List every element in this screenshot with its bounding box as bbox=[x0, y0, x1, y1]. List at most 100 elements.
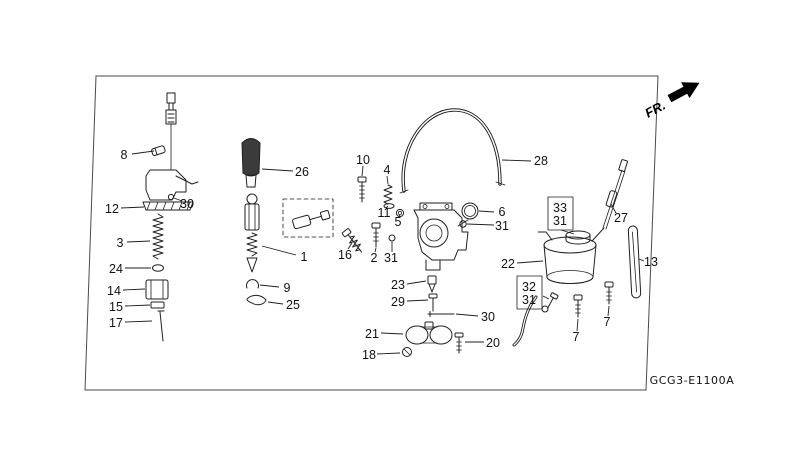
part-screw-7a bbox=[573, 294, 583, 318]
part-oring-5 bbox=[395, 208, 405, 218]
part-number-29: 29 bbox=[391, 295, 405, 309]
diagram-frame bbox=[84, 75, 659, 391]
part-number-32: 32 bbox=[522, 280, 536, 294]
part-number-30: 30 bbox=[180, 197, 194, 211]
part-bracket-13 bbox=[627, 225, 642, 299]
part-number-12: 12 bbox=[105, 202, 119, 216]
part-screw-2 bbox=[371, 222, 381, 248]
part-number-16: 16 bbox=[338, 248, 352, 262]
leader-line bbox=[466, 223, 495, 226]
part-screw-7b bbox=[604, 281, 614, 305]
part-number-4: 4 bbox=[384, 163, 391, 177]
part-number-31: 31 bbox=[495, 219, 509, 233]
part-number-27: 27 bbox=[614, 211, 628, 225]
leader-line bbox=[406, 280, 427, 285]
leader-line bbox=[173, 197, 183, 202]
part-seat-15 bbox=[150, 301, 165, 309]
part-number-14: 14 bbox=[107, 284, 121, 298]
part-number-25: 25 bbox=[286, 298, 300, 312]
leader-line bbox=[501, 159, 532, 162]
part-number-6: 6 bbox=[499, 205, 506, 219]
part-oring-6 bbox=[461, 202, 479, 220]
part-cap-33 bbox=[565, 230, 591, 245]
part-number-7: 7 bbox=[604, 315, 611, 329]
leader-line bbox=[385, 205, 389, 209]
part-screw-20 bbox=[454, 332, 464, 354]
leader-line bbox=[122, 288, 146, 291]
part-spring-3 bbox=[152, 213, 164, 260]
part-drain-screw-32 bbox=[541, 292, 559, 313]
part-float-pin-30 bbox=[427, 311, 455, 317]
fr-label: FR. bbox=[642, 98, 668, 121]
part-oring-31-right bbox=[459, 220, 467, 228]
leader-line bbox=[380, 332, 404, 335]
leader-line bbox=[374, 247, 377, 253]
part-gasket-18 bbox=[402, 347, 412, 357]
part-number-1: 1 bbox=[301, 250, 308, 264]
leader-line bbox=[607, 305, 610, 317]
part-clip-8 bbox=[151, 145, 166, 156]
leader-line bbox=[120, 206, 145, 209]
part-number-5: 5 bbox=[395, 215, 402, 229]
part-number-11: 11 bbox=[378, 206, 391, 220]
part-spring-4 bbox=[383, 184, 393, 205]
fr-arrow-icon bbox=[667, 82, 700, 103]
part-clamp-25 bbox=[246, 294, 267, 306]
leader-line bbox=[397, 214, 401, 219]
leader-line bbox=[478, 210, 495, 213]
part-number-17: 17 bbox=[109, 316, 123, 330]
part-screw-16 bbox=[341, 228, 363, 253]
leader-line bbox=[516, 260, 544, 264]
part-number-24: 24 bbox=[109, 262, 123, 276]
part-cable-27 bbox=[602, 159, 628, 230]
part-number-20: 20 bbox=[486, 336, 500, 350]
leader-line bbox=[261, 168, 294, 172]
part-cable-end bbox=[165, 92, 177, 171]
leader-line bbox=[126, 240, 151, 243]
part-washer-11 bbox=[383, 203, 395, 209]
part-number-18: 18 bbox=[362, 348, 376, 362]
part-number-28: 28 bbox=[534, 154, 548, 168]
part-number-31: 31 bbox=[553, 214, 567, 228]
part-needle-clip-24 bbox=[152, 264, 164, 272]
part-number-13: 13 bbox=[644, 255, 658, 269]
part-number-31: 31 bbox=[384, 251, 398, 265]
part-number-22: 22 bbox=[501, 257, 515, 271]
leader-line bbox=[386, 175, 389, 185]
part-number-8: 8 bbox=[121, 148, 128, 162]
leader-line bbox=[361, 165, 364, 177]
part-oring-31-middle bbox=[388, 234, 396, 242]
fr-indicator: FR. bbox=[642, 82, 700, 121]
part-screw-29 bbox=[428, 293, 438, 312]
leader-line bbox=[347, 242, 353, 250]
part-float-valve-23 bbox=[427, 275, 437, 293]
part-tube-28 bbox=[399, 108, 506, 194]
callout-box-32-31 bbox=[516, 275, 543, 310]
leader-line bbox=[124, 320, 153, 323]
part-screw-10 bbox=[357, 176, 367, 203]
leader-line bbox=[610, 203, 617, 214]
part-number-2: 2 bbox=[371, 251, 378, 265]
leader-line bbox=[406, 299, 429, 302]
leader-line bbox=[455, 313, 479, 317]
part-number-3: 3 bbox=[117, 236, 124, 250]
part-throttle-slide-14 bbox=[145, 279, 169, 300]
part-starter-cap-26 bbox=[241, 138, 261, 188]
leader-line bbox=[542, 295, 550, 300]
part-top-cap-12 bbox=[142, 169, 199, 211]
part-number-21: 21 bbox=[365, 327, 379, 341]
part-number-9: 9 bbox=[284, 281, 291, 295]
part-number-7: 7 bbox=[573, 330, 580, 344]
leader-line bbox=[267, 301, 284, 305]
part-overflow-pipe bbox=[512, 295, 538, 347]
part-carburetor-body bbox=[413, 202, 469, 271]
leader-line bbox=[576, 318, 579, 332]
part-jet-needle-17 bbox=[157, 310, 165, 342]
part-number-33: 33 bbox=[553, 201, 567, 215]
leader-line bbox=[259, 284, 280, 288]
diagram-code: GCG3-E1100A bbox=[650, 374, 735, 387]
connector-box bbox=[282, 198, 334, 238]
